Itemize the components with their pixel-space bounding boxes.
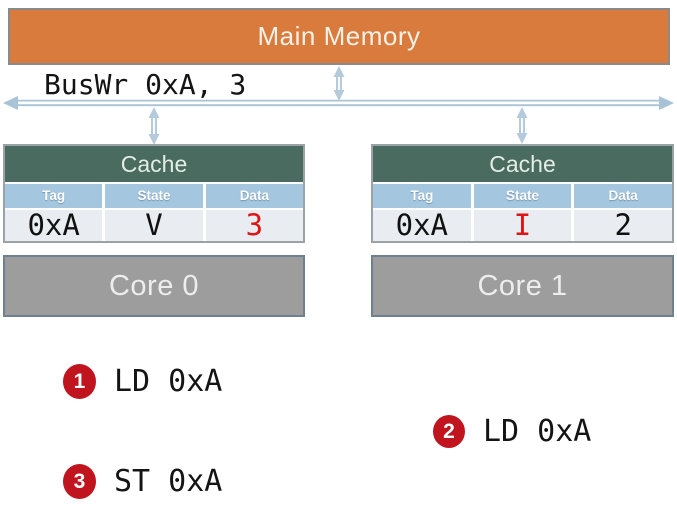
event-1-label: LD 0xA — [114, 364, 223, 399]
cache-0-col-tag: Tag — [5, 184, 103, 208]
cache-1-tag-value: 0xA — [373, 210, 471, 241]
main-memory-label: Main Memory — [257, 21, 421, 51]
bus-right-arrowhead-icon — [659, 96, 674, 110]
core-1-box: Core 1 — [371, 255, 674, 317]
bus-cache1-arrow-icon — [516, 107, 528, 144]
bus-left-arrowhead-icon — [3, 96, 18, 110]
cache-0-header-row: Tag State Data — [5, 184, 303, 208]
cache-1-title: Cache — [373, 146, 672, 184]
core-1-label: Core 1 — [477, 269, 568, 302]
cache-1-block: Cache Tag State Data 0xA I 2 — [371, 144, 674, 243]
event-3: 3 ST 0xA — [63, 464, 222, 499]
cache-0-block: Cache Tag State Data 0xA V 3 — [3, 144, 305, 243]
main-memory-box: Main Memory — [8, 8, 670, 65]
cache-1-header-row: Tag State Data — [373, 184, 673, 208]
memory-bus-arrow-icon — [333, 66, 345, 101]
core-0-box: Core 0 — [3, 255, 305, 317]
cache-0-data-value: 3 — [205, 210, 303, 241]
event-1-badge: 1 — [63, 364, 96, 399]
cache-1-col-state: State — [473, 184, 572, 208]
core-0-label: Core 0 — [108, 269, 200, 302]
cache-1-data-row: 0xA I 2 — [373, 210, 673, 241]
event-2-badge: 2 — [433, 415, 465, 448]
event-2-label: LD 0xA — [483, 414, 592, 449]
cache-1-col-data: Data — [574, 184, 673, 208]
cache-1-data-value: 2 — [574, 210, 673, 241]
cache-0-col-data: Data — [205, 184, 303, 208]
event-2: 2 LD 0xA — [433, 414, 591, 449]
cache-0-data-row: 0xA V 3 — [5, 210, 303, 241]
cache-0-col-state: State — [105, 184, 203, 208]
cache-1-col-tag: Tag — [373, 184, 471, 208]
bus-cache0-arrow-icon — [148, 107, 160, 145]
cache-0-state-value: V — [105, 210, 203, 241]
cache-0-tag-value: 0xA — [5, 210, 103, 241]
cache-0-title: Cache — [5, 146, 303, 184]
cache-1-state-value: I — [473, 210, 572, 241]
event-1: 1 LD 0xA — [63, 364, 222, 399]
bus-transaction-label: BusWr 0xA, 3 — [44, 68, 247, 101]
event-3-badge: 3 — [63, 464, 96, 499]
event-3-label: ST 0xA — [114, 464, 223, 499]
